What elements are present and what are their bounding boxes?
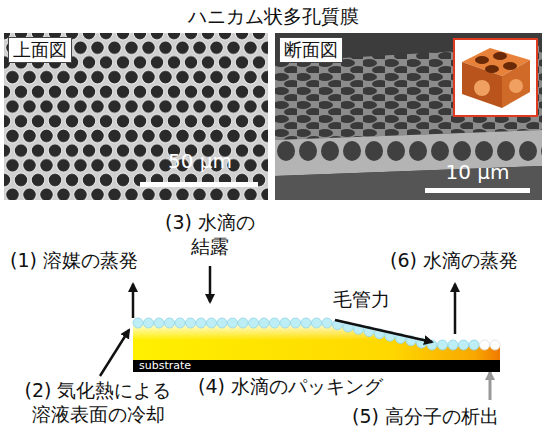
- substrate-band: substrate: [133, 360, 500, 372]
- node-text: substrate: [139, 360, 500, 372]
- water-droplet: [175, 318, 185, 328]
- step-label: (5) 高分子の析出: [352, 404, 499, 428]
- water-droplet: [280, 318, 290, 328]
- polymer-solution-film: [133, 324, 500, 360]
- water-droplet: [144, 318, 154, 328]
- water-droplet: [322, 318, 332, 328]
- water-droplets: [133, 318, 500, 350]
- water-droplet: [154, 318, 164, 328]
- step-label: (6) 水滴の蒸発: [390, 248, 518, 272]
- water-droplet: [259, 318, 269, 328]
- water-droplet: [186, 318, 196, 328]
- arrow: [209, 266, 212, 302]
- water-droplet: [312, 318, 322, 328]
- water-droplet: [270, 318, 280, 328]
- water-droplet: [238, 318, 248, 328]
- scale-bar: [140, 182, 258, 187]
- view-label-box: 断面図: [279, 37, 343, 63]
- water-droplet: [228, 318, 238, 328]
- step-label: (1) 溶媒の蒸発: [10, 248, 138, 272]
- step-label: (2) 気化熱による 溶液表面の冷却: [0, 378, 196, 426]
- step-label: (3) 水滴の 結露: [155, 210, 265, 258]
- arrow: [335, 320, 432, 342]
- water-droplet: [448, 340, 458, 350]
- water-droplet: [165, 318, 175, 328]
- water-droplet: [207, 318, 217, 328]
- arrow: [454, 284, 457, 334]
- water-droplet: [249, 318, 259, 328]
- step-label: (4) 水滴のパッキング: [198, 374, 383, 398]
- water-droplet: [480, 340, 490, 350]
- water-droplet: [438, 340, 448, 350]
- view-label-box: 上面図: [8, 37, 72, 63]
- water-droplet: [301, 318, 311, 328]
- scale-label: 10 μm: [425, 160, 530, 184]
- scale-label: 50 μm: [150, 149, 250, 173]
- water-droplet: [133, 318, 143, 328]
- arrow: [100, 330, 129, 376]
- water-droplet: [217, 318, 227, 328]
- node-text: 断面図: [284, 39, 338, 61]
- water-droplet: [459, 340, 469, 350]
- water-droplet: [490, 340, 500, 350]
- arrow: [132, 284, 135, 318]
- scale-bar: [425, 188, 530, 193]
- water-droplet: [196, 318, 206, 328]
- arrow: [489, 372, 492, 400]
- inset-model: [454, 39, 537, 116]
- force-label: 毛管力: [333, 287, 390, 311]
- node-text: 上面図: [13, 39, 67, 61]
- cross-section-image: [275, 33, 542, 200]
- water-droplet: [291, 318, 301, 328]
- water-droplet: [469, 340, 479, 350]
- figure-title: ハニカム状多孔質膜: [0, 4, 546, 28]
- top-view-image: [4, 33, 268, 200]
